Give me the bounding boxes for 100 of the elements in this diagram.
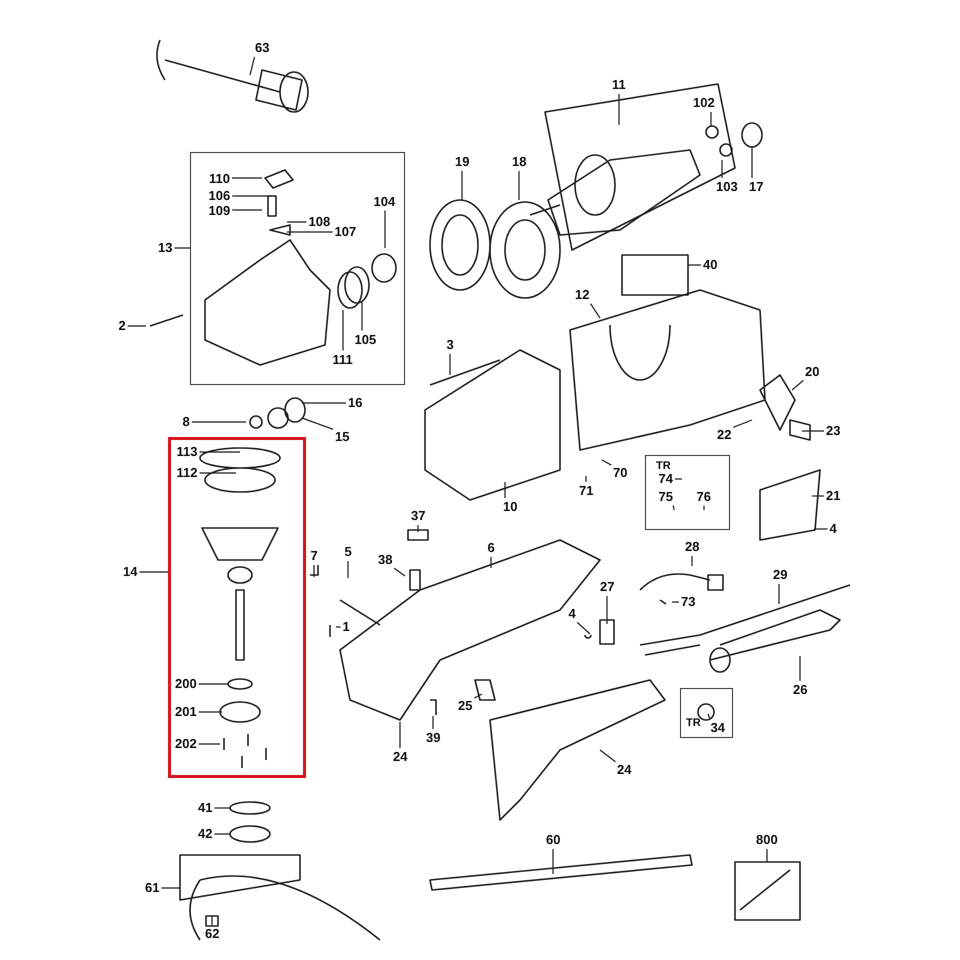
- callout-number: 24: [617, 763, 632, 777]
- inset-box: [680, 688, 733, 738]
- leader-line: [313, 565, 315, 577]
- callout-number: 4: [568, 607, 576, 621]
- callout-number: 76: [696, 490, 711, 504]
- leader-line: [432, 716, 434, 729]
- leader-line: [618, 94, 620, 125]
- leader-line: [721, 160, 723, 178]
- callout-number: 111: [332, 352, 353, 366]
- callout-number: 23: [826, 424, 840, 438]
- leader-line: [287, 221, 306, 223]
- leader-line: [602, 459, 612, 466]
- callout-number: 27: [600, 580, 614, 594]
- callout-number: 5: [344, 545, 352, 559]
- leader-line: [399, 722, 401, 748]
- leader-line: [347, 561, 349, 578]
- leader-line: [232, 209, 262, 211]
- callout-number: 71: [579, 484, 594, 498]
- callout-number: 108: [308, 214, 330, 228]
- leader-line: [707, 714, 710, 719]
- leader-line: [249, 56, 256, 76]
- callout-number: 62: [205, 927, 220, 941]
- leader-line: [302, 402, 346, 404]
- leader-line: [198, 743, 220, 745]
- leader-line: [198, 683, 228, 685]
- callout-number: 18: [512, 155, 526, 169]
- leader-line: [792, 380, 804, 390]
- leader-line: [474, 693, 482, 699]
- inset-frame: [190, 152, 405, 385]
- leader-line: [802, 430, 824, 432]
- callout-number: 74: [658, 472, 673, 486]
- leader-line: [799, 656, 801, 681]
- leader-line: [342, 310, 344, 350]
- callout-number: 40: [703, 258, 718, 272]
- callout-number: 24: [393, 750, 408, 764]
- leader-line: [600, 750, 616, 762]
- leader-line: [361, 302, 363, 330]
- inset-box: [645, 455, 730, 530]
- leader-line: [199, 472, 236, 474]
- leader-line: [504, 482, 506, 498]
- leader-line: [585, 476, 587, 482]
- callout-number: 7: [310, 549, 318, 563]
- callout-number: 61: [145, 881, 160, 895]
- leader-line: [733, 419, 752, 428]
- leader-line: [232, 177, 262, 179]
- leader-line: [552, 849, 554, 874]
- leader-line: [214, 807, 230, 809]
- leader-line: [778, 584, 780, 604]
- leader-line: [139, 571, 168, 573]
- callout-number: 34: [710, 720, 725, 734]
- callout-number: 800: [756, 833, 778, 847]
- callout-number: 106: [208, 188, 230, 202]
- leader-line: [606, 596, 608, 624]
- leader-line: [449, 354, 451, 375]
- leader-line: [417, 525, 419, 532]
- callout-number: 60: [546, 833, 560, 847]
- callout-number: 13: [158, 241, 172, 255]
- callout-number: 112: [176, 466, 198, 480]
- callout-number: 25: [458, 699, 472, 713]
- leader-line: [691, 556, 693, 566]
- section-heading: TR: [656, 460, 671, 472]
- callout-number: 110: [209, 172, 230, 186]
- leader-line: [710, 112, 712, 126]
- callout-number: 20: [805, 365, 820, 379]
- inset-frame: [168, 437, 306, 778]
- callout-number: 15: [335, 430, 350, 444]
- callout-number: 28: [685, 540, 700, 554]
- callout-number: 22: [717, 428, 732, 442]
- callout-number: 3: [446, 338, 454, 352]
- leader-line: [199, 451, 240, 453]
- callout-number: 8: [182, 415, 190, 429]
- callout-number: 105: [354, 332, 376, 346]
- leader-line: [672, 505, 675, 510]
- callout-number: 70: [613, 466, 628, 480]
- leader-line: [812, 495, 824, 497]
- callout-number: 1: [342, 620, 350, 634]
- leader-line: [674, 478, 682, 480]
- callout-number: 19: [455, 155, 470, 169]
- leader-line: [814, 528, 828, 530]
- leader-line: [384, 210, 386, 248]
- callout-number: 17: [749, 180, 764, 194]
- leader-line: [198, 711, 222, 713]
- leader-line: [461, 171, 463, 200]
- leader-line: [287, 231, 332, 233]
- leader-line: [128, 325, 146, 327]
- leader-line: [590, 303, 600, 318]
- callout-number: 2: [118, 319, 126, 333]
- leader-line: [161, 887, 180, 889]
- leader-line: [576, 622, 590, 634]
- callout-number: 63: [255, 41, 270, 55]
- leader-line: [174, 247, 190, 249]
- leader-line: [302, 417, 334, 430]
- leader-line: [766, 849, 768, 862]
- callout-number: 41: [198, 801, 212, 815]
- callout-number: 4: [830, 522, 837, 536]
- callout-number: 29: [773, 568, 788, 582]
- callout-number: 10: [503, 500, 518, 514]
- callout-number: 39: [426, 731, 440, 745]
- callout-number: 102: [693, 96, 715, 110]
- leader-line: [394, 568, 406, 576]
